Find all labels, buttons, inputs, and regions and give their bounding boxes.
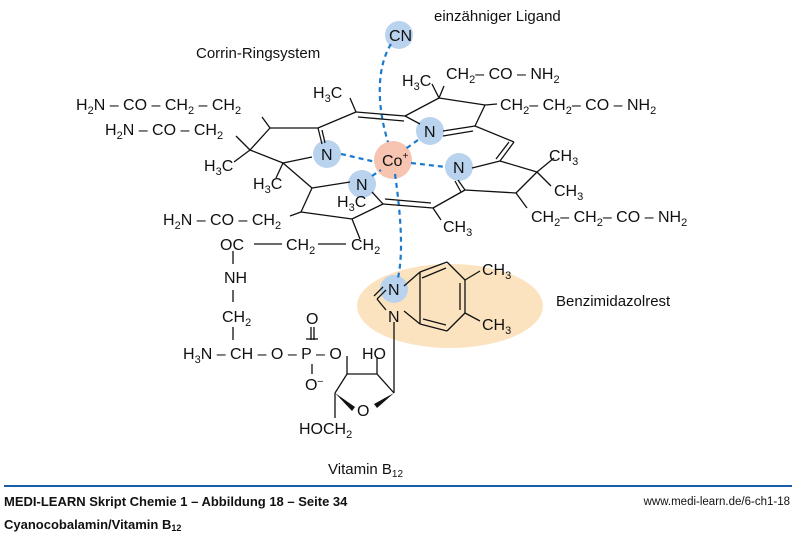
cobalt-label: Co+ — [382, 151, 408, 170]
cobalt-highlight — [374, 141, 412, 179]
side-chain-right-upper: CH2– CH2– CO – NH2 — [500, 97, 656, 117]
coordination-bond-benzimidazole — [393, 173, 403, 279]
benzimidazole-methyl-2: CH3 — [482, 317, 511, 337]
footer-subtitle-text: Cyanocobalamin/Vitamin B — [4, 517, 172, 532]
footer-divider — [4, 485, 792, 487]
methyl-top-ring: H3C — [402, 73, 431, 93]
coordination-bond-cn — [378, 43, 392, 143]
loop-aminopropanol: H3N – CH – O – P – O — [183, 346, 342, 366]
loop-oc: OC — [220, 237, 244, 254]
nucleotide-loop-bonds — [232, 243, 346, 374]
footer-subtitle: Cyanocobalamin/Vitamin B12 — [4, 517, 181, 533]
nitrogen-right: N — [453, 160, 465, 177]
cyano-highlight — [385, 21, 413, 49]
ribose-hoch2: HOCH2 — [299, 421, 352, 441]
loop-ch2: CH2 — [222, 309, 251, 329]
footer-title: MEDI-LEARN Skript Chemie 1 – Abbildung 1… — [4, 494, 348, 509]
side-chain-left-top: H2N – CO – CH2 – CH2 — [76, 97, 241, 117]
footer-url[interactable]: www.medi-learn.de/6-ch1-18 — [643, 496, 790, 508]
methyl-left-1: H3C — [204, 158, 233, 178]
nitrogen-top: N — [424, 124, 436, 141]
coordination-bond-n-bottom — [371, 169, 382, 177]
side-chain-top-right: CH2– CO – NH2 — [446, 66, 560, 86]
benzimidazole-highlight — [357, 264, 543, 348]
coordination-bond-n-top — [403, 139, 419, 151]
methyl-right-1: CH3 — [549, 148, 578, 168]
methyl-bottom-ring: H3C — [337, 194, 366, 214]
methyl-meso-bottom: CH3 — [443, 219, 472, 239]
loop-ch2-a: CH2 — [286, 237, 315, 257]
vitamin-b12-structure: Co+ CN N N N N N N H2N – CO – CH2 – CH2 … — [76, 8, 687, 478]
ribose-ho: HO — [362, 346, 386, 363]
footer-subtitle-subscript: 12 — [171, 523, 182, 533]
methyl-top-meso: H3C — [313, 85, 342, 105]
figure-title: Vitamin B12 — [328, 461, 403, 478]
methyl-right-2: CH3 — [554, 183, 583, 203]
annotation-corrin: Corrin-Ringsystem — [196, 45, 320, 62]
coordination-bond-n-right — [410, 161, 447, 169]
nitrogen-highlight-top — [416, 117, 444, 145]
phosphate-o-double: O — [306, 311, 318, 328]
cyano-label: CN — [389, 28, 412, 45]
annotation-ligand: einzähniger Ligand — [434, 8, 561, 25]
nitrogen-highlight-benzimidazole — [380, 275, 408, 303]
nitrogen-left: N — [321, 147, 333, 164]
loop-nh: NH — [224, 270, 247, 287]
nitrogen-highlight-left — [313, 140, 341, 168]
corrin-ring-bonds — [233, 83, 555, 240]
side-chain-left-low: H2N – CO – CH2 — [163, 212, 281, 232]
nitrogen-highlight-right — [445, 153, 473, 181]
nitrogen-benzimidazole-top: N — [388, 282, 400, 299]
side-chain-left-mid: H2N – CO – CH2 — [105, 122, 223, 142]
annotation-benzimidazole: Benzimidazolrest — [556, 293, 671, 310]
benzimidazole-methyl-1: CH3 — [482, 262, 511, 282]
side-chain-right-lower: CH2– CH2– CO – NH2 — [531, 209, 687, 229]
phosphate-o-minus: O– — [305, 376, 323, 394]
benzimidazole-bonds — [373, 261, 481, 393]
nitrogen-bottom: N — [356, 177, 368, 194]
ribose-ring-o: O — [357, 403, 369, 420]
nitrogen-highlight-bottom — [348, 170, 376, 198]
loop-ch2-b: CH2 — [351, 237, 380, 257]
nitrogen-benzimidazole-bottom: N — [388, 309, 400, 326]
ribose-bonds — [306, 338, 395, 418]
coordination-bond-n-left — [340, 152, 377, 164]
methyl-left-2: H3C — [253, 176, 282, 196]
